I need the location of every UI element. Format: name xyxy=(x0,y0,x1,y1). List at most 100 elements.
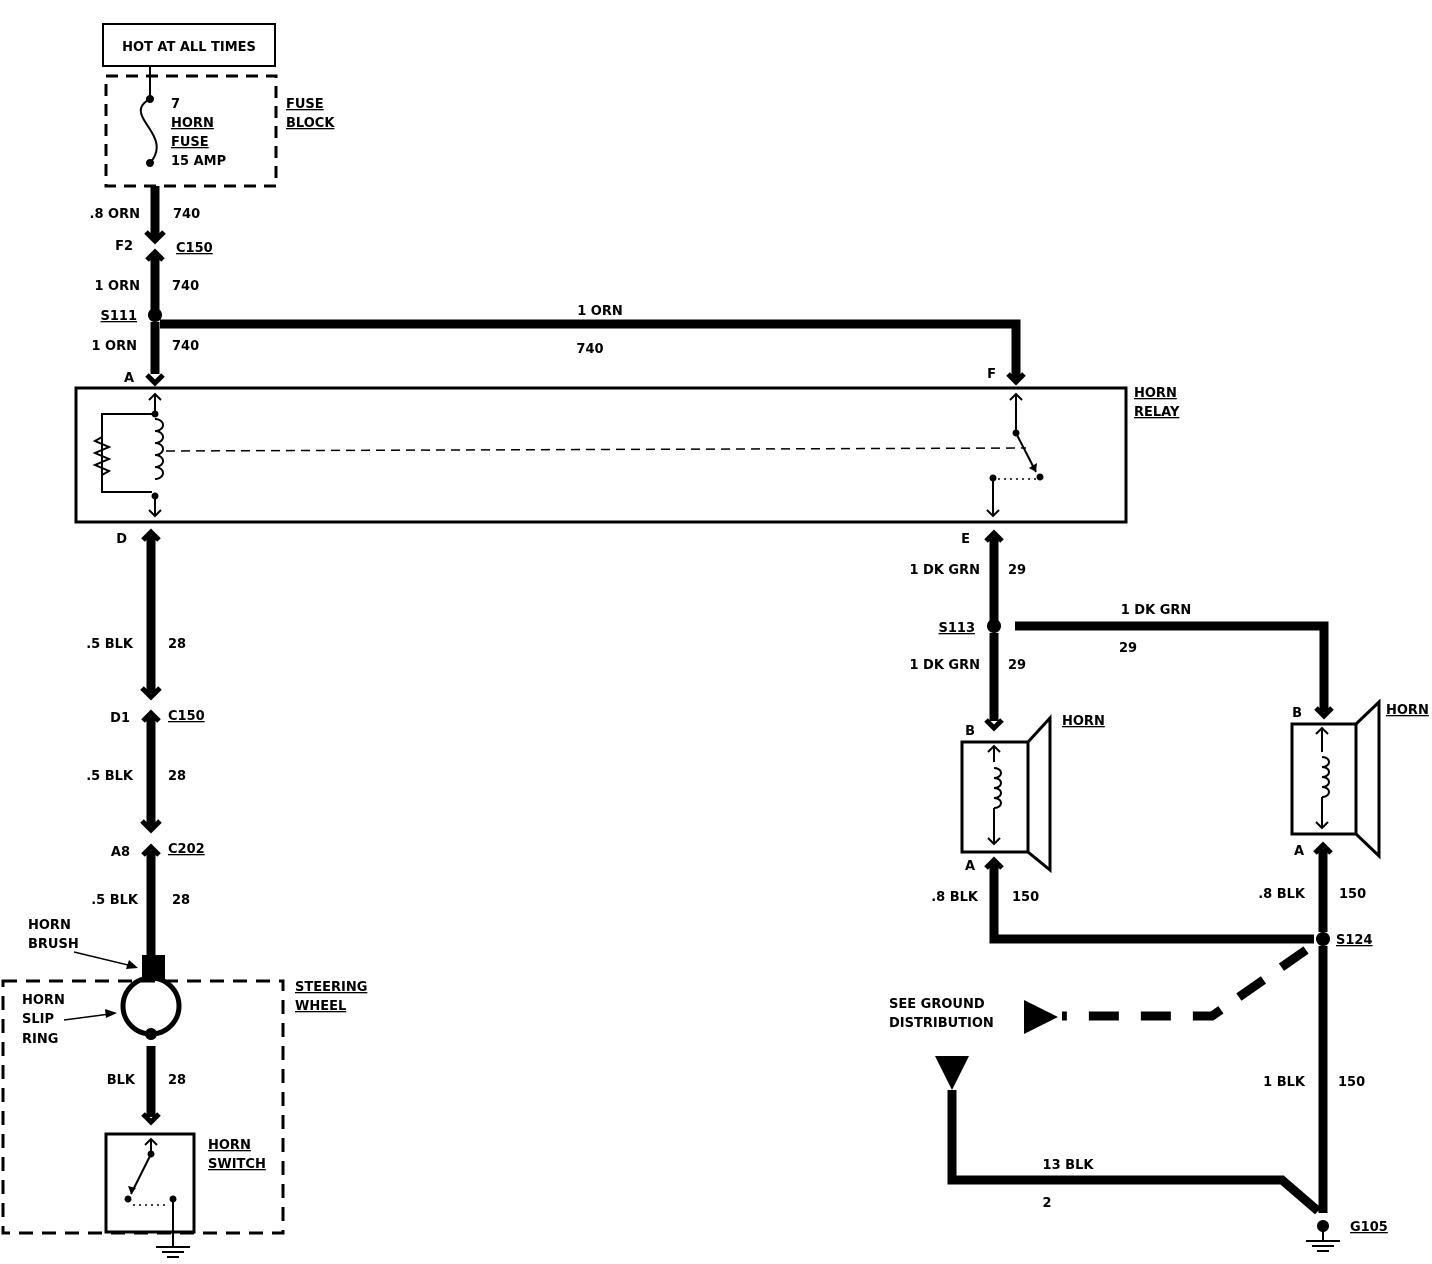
splice-s124 xyxy=(1316,932,1330,946)
wire-28-3-gauge: .5 BLK xyxy=(91,893,139,908)
wire-740-to-relay-f xyxy=(160,319,1021,378)
fuse-name-1: HORN xyxy=(171,116,214,131)
wire-28-relay-to-c150 xyxy=(140,532,162,701)
horn-switch xyxy=(104,1132,196,1237)
ground-distribution-link xyxy=(1062,946,1309,1021)
splice-s113 xyxy=(987,619,1001,633)
c202-id: C202 xyxy=(168,842,205,857)
wire-29-1-gauge: 1 DK GRN xyxy=(909,563,980,578)
wire-29-2-gauge: 1 DK GRN xyxy=(909,658,980,673)
horn-relay-label-2: RELAY xyxy=(1134,405,1180,420)
c150-pin-d1: D1 xyxy=(110,711,130,726)
horn-slip-ring-label-2: SLIP xyxy=(22,1012,54,1027)
relay-pin-a: A xyxy=(124,371,134,386)
splice-s111-label: S111 xyxy=(101,309,138,324)
wire-28-2-circuit: 28 xyxy=(168,769,186,784)
relay-pin-f: F xyxy=(987,367,996,382)
wire-740-upper-gauge: .8 ORN xyxy=(90,207,140,222)
left-horn-label: HORN xyxy=(1062,714,1105,729)
slip-ring-pointer xyxy=(63,1013,111,1021)
horn-brush-pointer xyxy=(73,951,133,967)
left-horn-wire-circuit: 150 xyxy=(1012,890,1039,905)
hot-at-all-times-label: HOT AT ALL TIMES xyxy=(122,40,256,55)
right-horn-wire-gauge: .8 BLK xyxy=(1258,887,1306,902)
c150-pin-f2: F2 xyxy=(115,239,133,254)
left-horn-pin-b: B xyxy=(965,724,975,739)
wire-740-mid-circuit: 740 xyxy=(172,279,199,294)
relay-armature-link xyxy=(165,447,1027,452)
horn-switch-label-2: SWITCH xyxy=(208,1157,266,1172)
fuse-block-label-2: BLOCK xyxy=(286,116,335,131)
wire-740-upper-circuit: 740 xyxy=(173,207,200,222)
splice-s113-label: S113 xyxy=(939,621,976,636)
ground-distribution-arrow-icon xyxy=(1024,1000,1058,1034)
bottom-wire-gauge: 13 BLK xyxy=(1043,1158,1095,1173)
wire-29-right-gauge: 1 DK GRN xyxy=(1121,603,1192,618)
right-horn-pin-b: B xyxy=(1292,706,1302,721)
right-horn-symbol xyxy=(1290,698,1381,860)
wire-29-to-right-horn xyxy=(1015,621,1329,712)
wire-28-1-circuit: 28 xyxy=(168,637,186,652)
ground-g105-label: G105 xyxy=(1350,1220,1388,1235)
main-ground-wire-gauge: 1 BLK xyxy=(1263,1075,1306,1090)
wire-740-mid xyxy=(147,252,163,315)
horn-switch-label-1: HORN xyxy=(208,1138,251,1153)
wire-29-2-circuit: 29 xyxy=(1008,658,1026,673)
fuse-name-2: FUSE xyxy=(171,135,209,150)
relay-pin-d: D xyxy=(116,532,127,547)
fuse-number: 7 xyxy=(171,97,180,112)
relay-switch xyxy=(986,393,1044,517)
fuse-block-box xyxy=(104,74,278,188)
ground-g105-icon xyxy=(1305,1230,1341,1252)
wire-150-left-horn-to-s124 xyxy=(986,860,1314,944)
ground-distribution-in-arrow-icon xyxy=(935,1056,969,1090)
wire-28-3-circuit: 28 xyxy=(172,893,190,908)
left-horn-pin-a: A xyxy=(965,859,975,874)
hot-at-all-times-box xyxy=(102,23,276,67)
wire-28-c150-to-c202 xyxy=(140,713,162,834)
left-horn-wire-gauge: .8 BLK xyxy=(931,890,979,905)
fuse-rating: 15 AMP xyxy=(171,154,226,169)
right-horn-label: HORN xyxy=(1386,703,1429,718)
c202-pin-a8: A8 xyxy=(111,845,130,860)
wire-740-upper xyxy=(144,186,166,245)
wire-28-1-gauge: .5 BLK xyxy=(86,637,134,652)
wire-28-4-circuit: 28 xyxy=(168,1073,186,1088)
bottom-wire-circuit: 2 xyxy=(1042,1196,1051,1211)
steering-wheel-label-1: STEERING xyxy=(295,980,367,995)
ground-g105-point xyxy=(1317,1220,1329,1232)
relay-pin-e: E xyxy=(961,532,970,547)
left-horn-symbol xyxy=(960,714,1052,874)
right-horn-pin-a: A xyxy=(1294,844,1304,859)
splice-s111 xyxy=(148,308,162,322)
wire-2-to-g105 xyxy=(947,1090,1321,1215)
relay-coil xyxy=(92,393,164,517)
wire-28-c202-to-brush xyxy=(143,847,159,958)
wire-28-2-gauge: .5 BLK xyxy=(86,769,134,784)
horn-brush-label-2: BRUSH xyxy=(28,937,79,952)
horn-brush-label-1: HORN xyxy=(28,918,71,933)
c150-id-lower: C150 xyxy=(168,709,205,724)
splice-s124-label: S124 xyxy=(1336,933,1373,948)
wire-28-ring-to-switch xyxy=(143,1046,159,1122)
horn-slip-ring-label-3: RING xyxy=(22,1032,58,1047)
horn-relay-label-1: HORN xyxy=(1134,386,1177,401)
wire-740-mid-gauge: 1 ORN xyxy=(94,279,140,294)
wire-740-top-gauge: 1 ORN xyxy=(577,304,623,319)
wire-740-lower-circuit: 740 xyxy=(172,339,199,354)
horn-relay-box xyxy=(74,386,1128,524)
wire-150-right-horn-to-s124 xyxy=(1315,845,1331,932)
steering-wheel-label-2: WHEEL xyxy=(295,999,346,1014)
see-ground-label-2: DISTRIBUTION xyxy=(889,1016,994,1031)
fuse-block-label-1: FUSE xyxy=(286,97,324,112)
see-ground-label-1: SEE GROUND xyxy=(889,997,985,1012)
wire-740-lower-gauge: 1 ORN xyxy=(91,339,137,354)
right-horn-wire-circuit: 150 xyxy=(1339,887,1366,902)
horn-switch-ground-icon xyxy=(155,1236,191,1258)
main-ground-wire-circuit: 150 xyxy=(1338,1075,1365,1090)
wire-740-top-circuit: 740 xyxy=(576,342,603,357)
wire-29-1-circuit: 29 xyxy=(1008,563,1026,578)
c150-id-top: C150 xyxy=(176,241,213,256)
wire-29-right-circuit: 29 xyxy=(1119,641,1137,656)
